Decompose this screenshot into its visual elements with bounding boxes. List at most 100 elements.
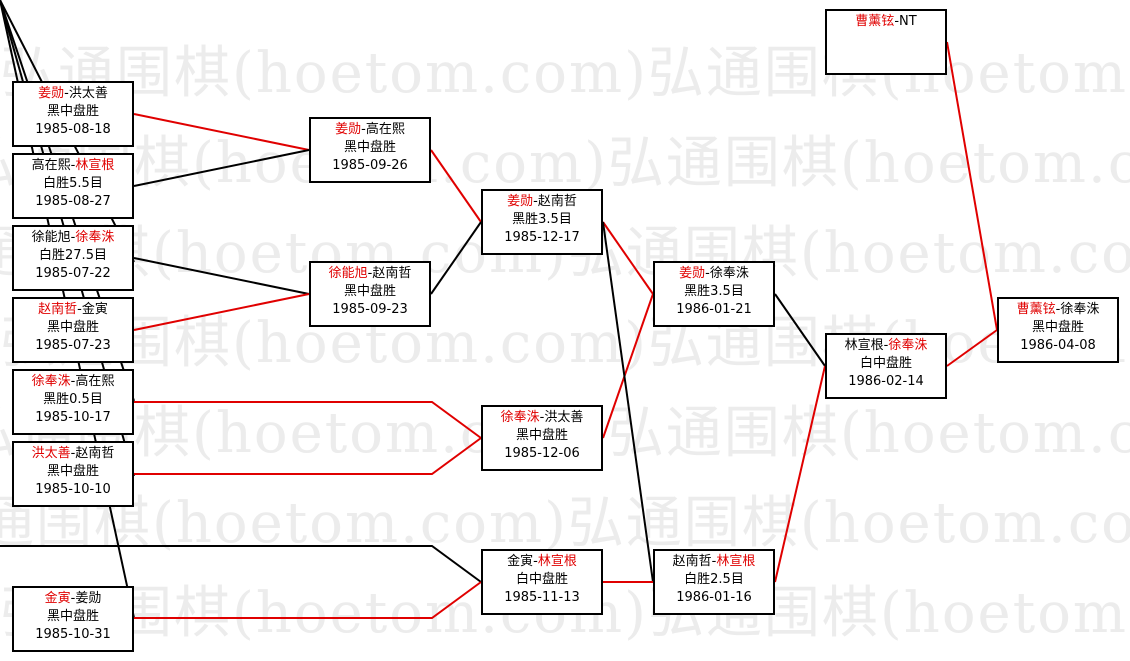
connector-line bbox=[133, 293, 310, 331]
match-date: 1985-10-31 bbox=[35, 627, 111, 642]
connector-line bbox=[134, 437, 482, 475]
match-result: 白胜27.5目 bbox=[39, 248, 107, 263]
player-black: 姜勋 bbox=[507, 194, 534, 209]
player-black: 曹薰铉 bbox=[855, 14, 895, 29]
match-result: 黑中盘胜 bbox=[46, 464, 99, 479]
player-white: 徐奉洙 bbox=[75, 230, 115, 245]
player-black: 曹薰铉 bbox=[1016, 302, 1056, 317]
player-black: 金寅 bbox=[507, 554, 534, 569]
player-black: 赵南哲 bbox=[672, 554, 712, 569]
player-black: 姜勋 bbox=[679, 266, 706, 281]
connector-line bbox=[774, 365, 826, 583]
match-players: 徐奉洙-洪太善 bbox=[500, 410, 584, 425]
player-black: 姜勋 bbox=[38, 86, 65, 101]
match-result: 黑中盘胜 bbox=[1031, 320, 1084, 335]
match-date: 1986-01-21 bbox=[676, 302, 752, 317]
player-white: NT bbox=[899, 14, 917, 29]
match-players: 赵南哲-林宣根 bbox=[672, 554, 756, 569]
match-date: 1985-10-17 bbox=[35, 410, 111, 425]
match-result: 黑中盘胜 bbox=[46, 320, 99, 335]
match-date: 1985-10-10 bbox=[35, 482, 111, 497]
player-white: 林宣根 bbox=[537, 554, 577, 569]
match-players: 金寅-姜勋 bbox=[44, 591, 102, 606]
player-white: 高在熙 bbox=[75, 374, 115, 389]
match-date: 1985-07-23 bbox=[35, 338, 111, 353]
match-result: 黑中盘胜 bbox=[515, 428, 568, 443]
match-box-r1-6: 洪太善-赵南哲黑中盘胜 1985-10-10 bbox=[12, 441, 134, 507]
match-box-r1-1: 姜勋-洪太善黑中盘胜 1985-08-18 bbox=[12, 81, 134, 147]
connector-line bbox=[134, 401, 482, 439]
connector-line bbox=[0, 545, 482, 583]
match-result: 白胜2.5目 bbox=[684, 572, 744, 587]
player-white: 赵南哲 bbox=[537, 194, 577, 209]
match-date: 1986-04-08 bbox=[1020, 338, 1096, 353]
match-date: 1985-08-18 bbox=[35, 122, 111, 137]
connector-line bbox=[946, 41, 998, 331]
player-black: 徐能旭 bbox=[31, 230, 71, 245]
match-result: 白胜5.5目 bbox=[43, 176, 103, 191]
player-white: 林宣根 bbox=[75, 158, 115, 173]
connector-line bbox=[133, 257, 310, 295]
match-box-r1-7: 金寅-姜勋黑中盘胜 1985-10-31 bbox=[12, 586, 134, 652]
match-players: 林宣根-徐奉洙 bbox=[844, 338, 928, 353]
player-black: 赵南哲 bbox=[38, 302, 78, 317]
match-players: 曹薰铉-徐奉洙 bbox=[1016, 302, 1100, 317]
match-players: 曹薰铉-NT bbox=[855, 14, 917, 29]
player-white: 徐奉洙 bbox=[709, 266, 749, 281]
match-box-r2-2: 徐能旭-赵南哲黑中盘胜 1985-09-23 bbox=[309, 261, 431, 327]
player-black: 徐奉洙 bbox=[31, 374, 71, 389]
match-box-r2-1: 姜勋-高在熙黑中盘胜 1985-09-26 bbox=[309, 117, 431, 183]
player-black: 高在熙 bbox=[31, 158, 71, 173]
match-players: 姜勋-徐奉洙 bbox=[679, 266, 749, 281]
match-box-r4-2: 赵南哲-林宣根白胜2.5目 1986-01-16 bbox=[653, 549, 775, 615]
player-black: 姜勋 bbox=[335, 122, 362, 137]
match-date: 1985-08-27 bbox=[35, 194, 111, 209]
match-players: 洪太善-赵南哲 bbox=[31, 446, 115, 461]
connector-line bbox=[133, 113, 310, 151]
match-players: 姜勋-高在熙 bbox=[335, 122, 405, 137]
match-box-r4-1: 姜勋-徐奉洙黑胜3.5目 1986-01-21 bbox=[653, 261, 775, 327]
match-result: 黑中盘胜 bbox=[46, 104, 99, 119]
player-white: 高在熙 bbox=[365, 122, 405, 137]
match-date: 1985-07-22 bbox=[35, 266, 111, 281]
match-players: 高在熙-林宣根 bbox=[31, 158, 115, 173]
match-date: 1985-09-26 bbox=[332, 158, 408, 173]
connector-line bbox=[430, 221, 482, 295]
match-box-final: 曹薰铉-徐奉洙黑中盘胜 1986-04-08 bbox=[997, 297, 1119, 363]
match-result: 黑中盘胜 bbox=[46, 609, 99, 624]
connector-line bbox=[602, 221, 654, 295]
connector-line bbox=[134, 581, 482, 619]
connector-line bbox=[133, 149, 310, 187]
match-result: 黑胜3.5目 bbox=[684, 284, 744, 299]
player-black: 徐奉洙 bbox=[500, 410, 540, 425]
match-date: 1986-01-16 bbox=[676, 590, 752, 605]
player-black: 林宣根 bbox=[844, 338, 884, 353]
match-result: 黑胜0.5目 bbox=[43, 392, 103, 407]
match-result: 黑胜3.5目 bbox=[512, 212, 572, 227]
player-black: 金寅 bbox=[44, 591, 71, 606]
match-date: 1985-09-23 bbox=[332, 302, 408, 317]
match-result: 白中盘胜 bbox=[859, 356, 912, 371]
match-box-r3-2: 徐奉洙-洪太善黑中盘胜 1985-12-06 bbox=[481, 405, 603, 471]
connector-line bbox=[774, 293, 826, 367]
connector-line bbox=[430, 149, 482, 223]
player-white: 洪太善 bbox=[544, 410, 584, 425]
match-box-seed: 曹薰铉-NT bbox=[825, 9, 947, 75]
match-players: 姜勋-洪太善 bbox=[38, 86, 108, 101]
player-white: 金寅 bbox=[81, 302, 108, 317]
connector-line bbox=[946, 329, 998, 367]
player-black: 洪太善 bbox=[31, 446, 71, 461]
match-players: 徐能旭-赵南哲 bbox=[328, 266, 412, 281]
match-result: 黑中盘胜 bbox=[343, 284, 396, 299]
match-date: 1985-11-13 bbox=[504, 590, 580, 605]
player-white: 徐奉洙 bbox=[1060, 302, 1100, 317]
match-result: 黑中盘胜 bbox=[343, 140, 396, 155]
connector-line bbox=[602, 293, 654, 439]
match-players: 徐奉洙-高在熙 bbox=[31, 374, 115, 389]
player-white: 姜勋 bbox=[75, 591, 102, 606]
match-date: 1985-12-06 bbox=[504, 446, 580, 461]
